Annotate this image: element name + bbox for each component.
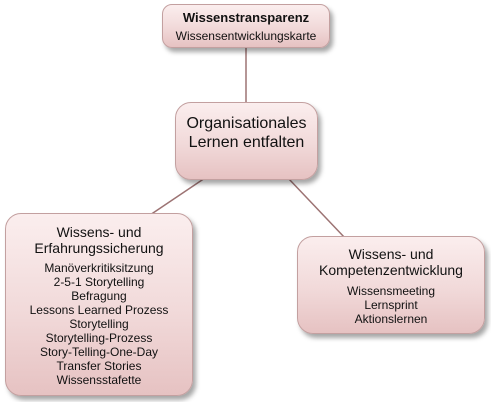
node-item: Lessons Learned Prozess [29, 303, 169, 317]
node-item: Befragung [71, 289, 127, 303]
node-items: Wissensmeeting Lernsprint Aktionslernen [298, 284, 484, 326]
connector-center-left [149, 177, 206, 216]
node-items: Wissensentwicklungskarte [163, 29, 329, 44]
node-item: Wissensstafette [56, 373, 142, 387]
connector-center-right [287, 177, 346, 239]
node-items: Manöverkritiksitzung 2-5-1 Storytelling … [6, 261, 192, 387]
node-title: Wissens- und Kompetenzentwicklung [319, 246, 463, 278]
node-item: Aktionslernen [354, 312, 428, 326]
node-title: Organisationales Lernen entfalten [186, 115, 307, 151]
node-wissens-und-kompetenzentwicklung: Wissens- und Kompetenzentwicklung Wissen… [297, 236, 485, 334]
node-item: Storytelling-Prozess [45, 331, 153, 345]
node-item: Wissensentwicklungskarte [175, 29, 317, 43]
node-item: Wissensmeeting [346, 284, 436, 298]
node-wissenstransparenz: Wissenstransparenz Wissensentwicklungska… [162, 4, 330, 48]
node-item: Lernsprint [364, 298, 418, 312]
node-organisationales-lernen: Organisationales Lernen entfalten [175, 102, 318, 180]
node-item: Storytelling [69, 317, 129, 331]
node-title: Wissens- und Erfahrungssicherung [34, 224, 164, 256]
node-wissens-und-erfahrungssicherung: Wissens- und Erfahrungssicherung Manöver… [5, 213, 193, 396]
node-item: 2-5-1 Storytelling [53, 275, 145, 289]
node-item: Story-Telling-One-Day [39, 345, 159, 359]
node-item: Manöverkritiksitzung [44, 261, 154, 275]
node-title: Wissenstransparenz [182, 10, 310, 25]
node-item: Transfer Stories [56, 359, 142, 373]
